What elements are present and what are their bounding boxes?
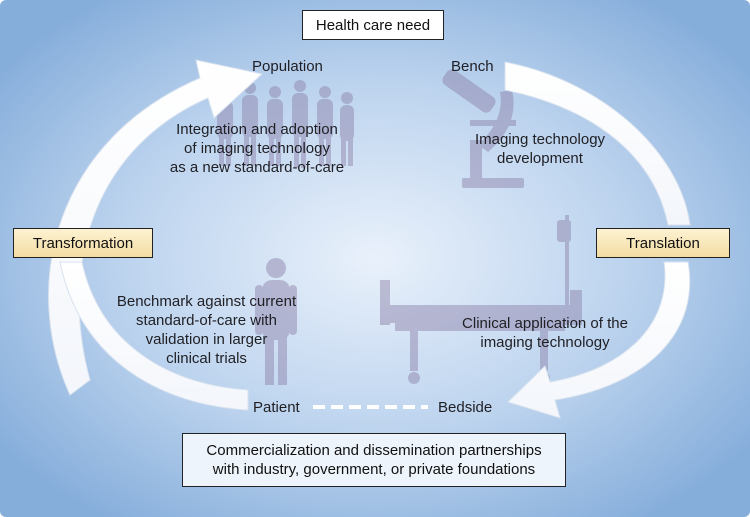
transformation-box: Transformation <box>13 228 153 258</box>
population-silhouette-icon <box>217 80 354 168</box>
translation-label: Translation <box>626 234 700 252</box>
translation-box: Translation <box>596 228 730 258</box>
commercialization-line-2: with industry, government, or private fo… <box>212 461 536 478</box>
arrow-bench-to-translation <box>504 61 691 226</box>
bedside-label: Bedside <box>438 399 493 416</box>
commercialization-line-1: Commercialization and dissemination part… <box>206 442 542 459</box>
arrow-translation-to-bedside <box>507 261 691 419</box>
bench-label: Bench <box>451 58 494 75</box>
population-label: Population <box>252 58 323 75</box>
health-care-need-box: Health care need <box>302 10 444 40</box>
benchmark-text: Benchmark against current standard-of-ca… <box>116 293 297 367</box>
integration-text: Integration and adoption of imaging tech… <box>169 121 345 176</box>
clinical-application-text: Clinical application of the imaging tech… <box>462 315 628 351</box>
imaging-development-text: Imaging technology development <box>474 131 606 167</box>
patient-silhouette-icon <box>255 258 297 385</box>
microscope-icon <box>442 69 524 188</box>
patient-label: Patient <box>253 399 300 416</box>
transformation-label: Transformation <box>32 234 134 252</box>
arrow-patient-to-transformation <box>59 261 249 411</box>
health-care-need-label: Health care need <box>315 16 431 34</box>
hospital-bed-icon <box>380 215 582 384</box>
commercialization-box: Commercialization and dissemination part… <box>182 433 566 487</box>
